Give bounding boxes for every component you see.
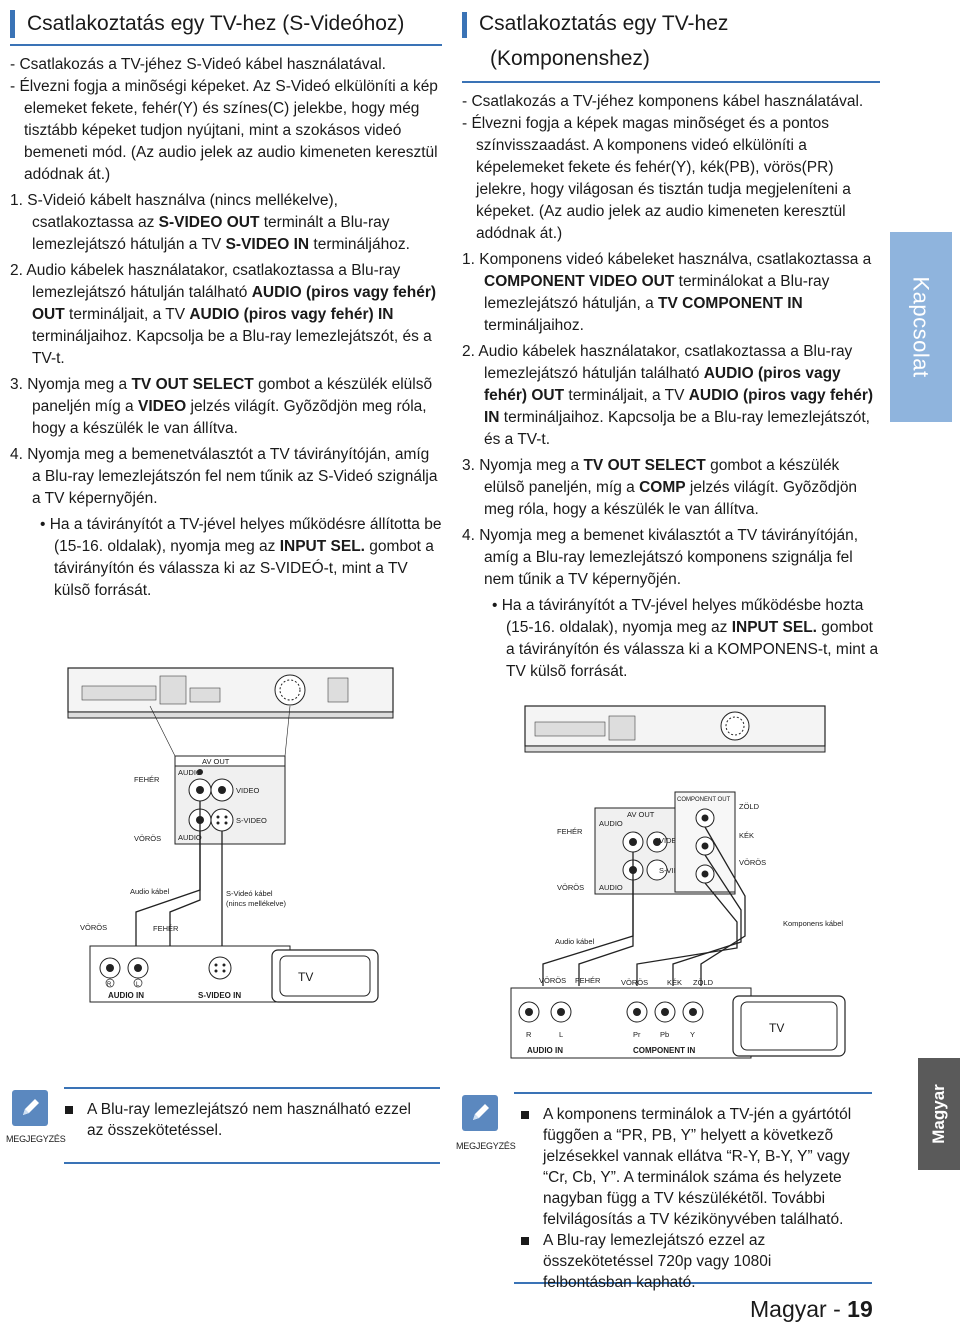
- page-number: Magyar - 19: [750, 1296, 873, 1322]
- av-out-zoom: AV OUT AUDIO VIDEO S-VIDEO AUDIO COMPONE…: [594, 791, 736, 895]
- note-label: MEGJEGYZÉS: [6, 1134, 66, 1144]
- note-item: A Blu-ray lemezlejátszó nem használható …: [65, 1099, 427, 1141]
- step-1: 1. Komponens videó kábeleket használva, …: [462, 251, 872, 334]
- voros-label-2: VÖRÖS: [80, 923, 107, 932]
- note-label: MEGJEGYZÉS: [456, 1141, 516, 1151]
- voros-label: VÖRÖS: [134, 834, 161, 843]
- component-out-label: COMPONENT OUT: [677, 797, 731, 803]
- feher-label: FEHÉR: [134, 775, 160, 784]
- step-4: 4. Nyomja meg a bemenetválasztót a TV tá…: [10, 446, 438, 507]
- step-3: 3. Nyomja meg a TV OUT SELECT gombot a k…: [462, 457, 858, 518]
- step-4-bullet: • Ha a távirányítót a TV-jével helyes mű…: [492, 597, 879, 680]
- tv-input-panel: R L AUDIO IN S-VIDEO IN: [89, 945, 291, 1003]
- r-label: R: [107, 982, 112, 988]
- title-rule: [462, 81, 880, 83]
- l-label: L: [136, 982, 140, 988]
- feher-label-2: FEHÉR: [575, 976, 601, 985]
- step-1: 1. S-Videió kábelt használva (nincs mell…: [10, 192, 410, 253]
- note-item: A komponens terminálok a TV-jén a gyártó…: [521, 1104, 861, 1230]
- section-title-svideo: Csatlakoztatás egy TV-hez (S-Videóhoz): [10, 7, 442, 40]
- audio-cable-label: Audio kábel: [555, 937, 595, 946]
- component-in-label: COMPONENT IN: [633, 1046, 695, 1055]
- section-title-text: Csatlakoztatás egy TV-hez (S-Videóhoz): [27, 12, 405, 35]
- intro-line: - Csatlakozás a TV-jéhez S-Videó kábel h…: [10, 56, 386, 73]
- y-label: Y: [690, 1030, 695, 1039]
- r-label: R: [526, 1030, 532, 1039]
- left-column: Csatlakoztatás egy TV-hez (S-Videóhoz) -…: [10, 0, 442, 602]
- tv-input-panel: R L Pr Pb Y AUDIO IN COMPONENT IN: [510, 987, 752, 1059]
- svideo-connection-diagram: AV OUT AUDIO VIDEO S-VIDEO AUDIO FEHÉR V…: [67, 667, 394, 1003]
- note-item: A Blu-ray lemezlejátszó ezzel az összekö…: [521, 1230, 861, 1293]
- note-rule-bottom: [64, 1162, 440, 1164]
- kek-label: KÉK: [739, 831, 754, 840]
- section-title-text-2: (Komponenshez): [490, 47, 650, 70]
- tv-icon: TV: [732, 995, 846, 1057]
- l-label: L: [559, 1030, 563, 1039]
- zold-label: ZÖLD: [739, 802, 760, 811]
- right-column: Csatlakoztatás egy TV-hez (Komponenshez)…: [462, 0, 880, 683]
- tab-magyar: Magyar: [918, 1058, 960, 1170]
- cables: [135, 801, 223, 950]
- intro-line: - Csatlakozás a TV-jéhez komponens kábel…: [462, 93, 864, 110]
- pb-label: Pb: [660, 1030, 669, 1039]
- note-rule-top: [514, 1092, 872, 1094]
- title-rule: [10, 44, 442, 46]
- cables: [542, 826, 746, 986]
- component-connection-diagram: AV OUT AUDIO VIDEO S-VIDEO AUDIO COMPONE…: [510, 705, 846, 1059]
- video-label: VIDEO: [659, 836, 683, 845]
- step-4: 4. Nyomja meg a bemenet kiválasztót a TV…: [462, 527, 859, 588]
- audio-l-label: AUDIO: [599, 819, 623, 828]
- player-rear-panel: [524, 705, 826, 753]
- svideo-label: S-VIDEO: [236, 816, 267, 825]
- step-4-bullet: • Ha a távirányítót a TV-jével helyes mű…: [40, 516, 442, 599]
- zold-label-2: ZÖLD: [693, 978, 714, 987]
- tv-label: TV: [769, 1021, 784, 1035]
- audio-cable-label: Audio kábel: [130, 887, 170, 896]
- video-label: VIDEO: [236, 786, 260, 795]
- voros-label-2: VÖRÖS: [539, 976, 566, 985]
- section-title-component: Csatlakoztatás egy TV-hez (Komponenshez): [462, 7, 880, 75]
- note-rule-bottom: [514, 1282, 872, 1284]
- pencil-icon: [12, 1090, 48, 1126]
- step-2: 2. Audio kábelek használatakor, csatlako…: [462, 343, 874, 448]
- tv-label: TV: [298, 970, 313, 984]
- av-out-label: AV OUT: [627, 810, 655, 819]
- pencil-icon: [462, 1095, 498, 1131]
- tab-kapcsolat: Kapcsolat: [890, 232, 952, 422]
- feher-label-2: FEHÉR: [153, 924, 179, 933]
- voros-label: VÖRÖS: [739, 858, 766, 867]
- intro-line: - Élvezni fogja a képek magas minõséget …: [462, 115, 851, 242]
- kek-label-2: KÉK: [667, 978, 682, 987]
- component-cable-label: Komponens kábel: [783, 919, 843, 928]
- tv-icon: TV: [271, 949, 379, 1003]
- title-accent-bar: [10, 10, 15, 38]
- audio-l-label: AUDIO: [178, 768, 202, 777]
- note-rule-top: [64, 1087, 440, 1089]
- pr-label: Pr: [633, 1030, 641, 1039]
- audio-in-label: AUDIO IN: [527, 1046, 563, 1055]
- voros-label-b: VÖRÖS: [557, 883, 584, 892]
- section-title-text: Csatlakoztatás egy TV-hez: [479, 12, 729, 35]
- voros-label-3: VÖRÖS: [621, 978, 648, 987]
- av-out-zoom: AV OUT AUDIO VIDEO S-VIDEO AUDIO: [149, 705, 291, 845]
- title-accent-bar: [462, 12, 467, 38]
- audio-in-label: AUDIO IN: [108, 991, 144, 1000]
- audio-r-label: AUDIO: [599, 883, 623, 892]
- step-2: 2. Audio kábelek használatakor, csatlako…: [10, 262, 437, 367]
- audio-r-label: AUDIO: [178, 833, 202, 842]
- step-3: 3. Nyomja meg a TV OUT SELECT gombot a k…: [10, 376, 433, 437]
- svideo-cable-note: (nincs mellékelve): [226, 899, 287, 908]
- svideo-in-label: S-VIDEO IN: [198, 991, 241, 1000]
- av-out-label: AV OUT: [202, 757, 230, 766]
- player-rear-panel: [67, 667, 394, 719]
- svideo-cable-label: S-Videó kábel: [226, 889, 273, 898]
- intro-line: - Élvezni fogja a minõségi képeket. Az S…: [10, 78, 438, 183]
- feher-label: FEHÉR: [557, 827, 583, 836]
